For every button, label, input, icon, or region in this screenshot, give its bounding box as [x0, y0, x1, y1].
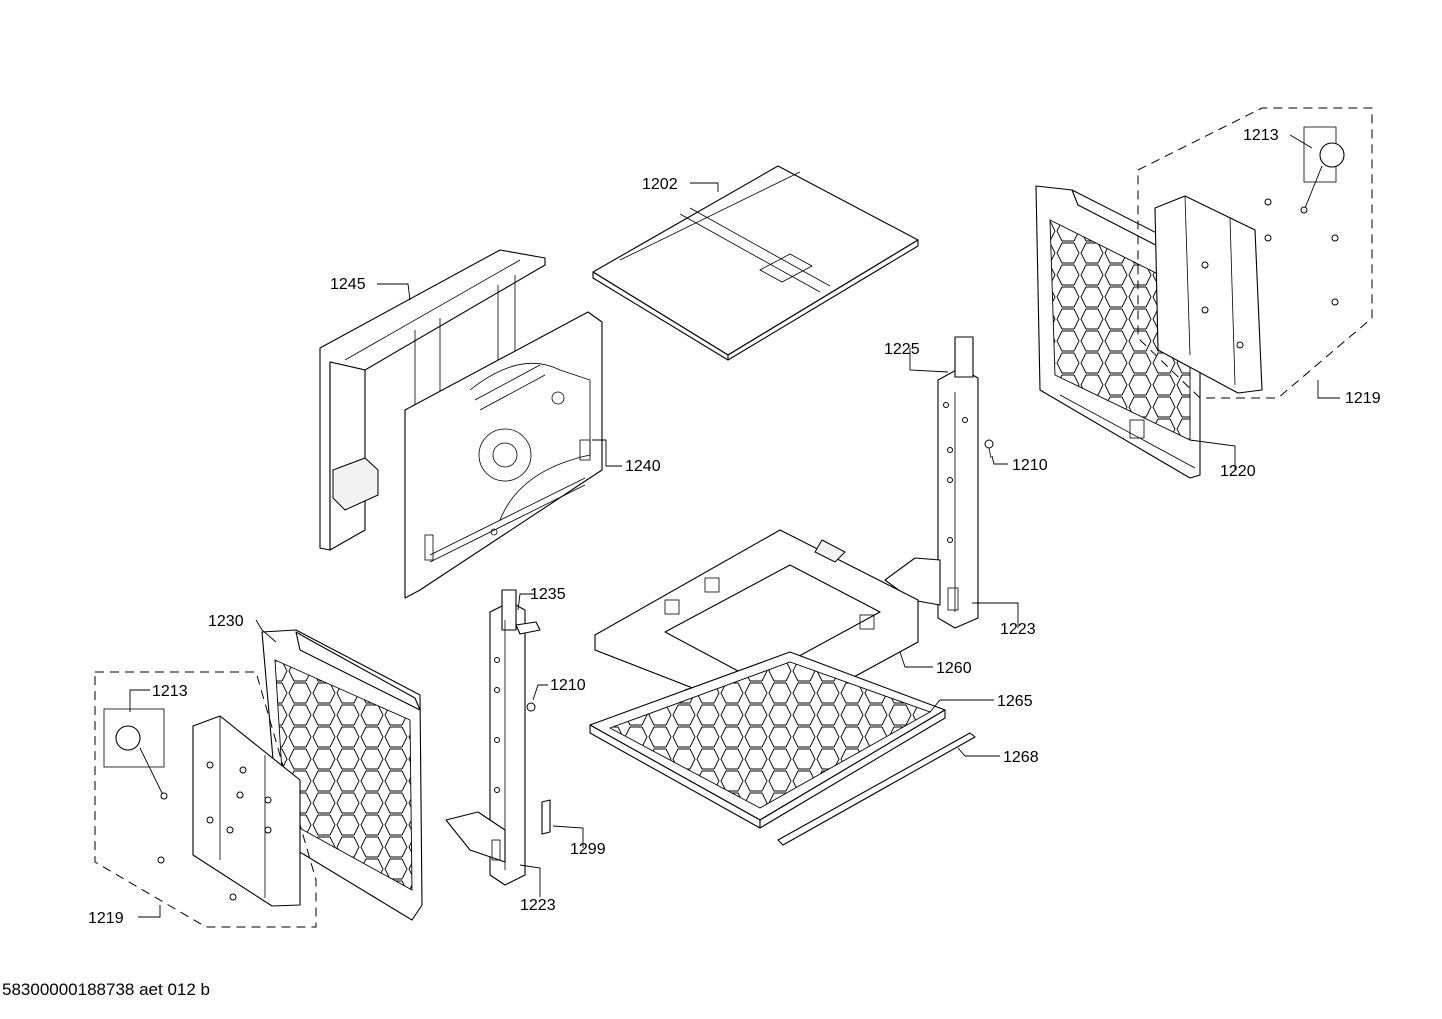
right-side-rail	[884, 336, 979, 629]
back-panel-fan	[404, 311, 603, 599]
front-strip	[777, 732, 976, 846]
rear-duct-panel	[319, 249, 546, 551]
left-heat-shield-group	[94, 671, 317, 928]
label-1223-right: 1223	[1000, 621, 1036, 638]
exploded-parts-diagram: 1202 1213 1245 1225 1219 1210 1220 1240 …	[88, 107, 1381, 928]
label-1245: 1245	[330, 276, 366, 293]
left-side-rail	[445, 589, 541, 886]
label-1223-left: 1223	[520, 897, 556, 914]
label-1299: 1299	[570, 841, 606, 858]
label-1213-right: 1213	[1243, 127, 1279, 144]
label-1265: 1265	[997, 693, 1033, 710]
rail-screw-right	[984, 439, 994, 459]
label-1235: 1235	[530, 586, 566, 603]
label-1219-left: 1219	[88, 910, 124, 927]
label-1219-right: 1219	[1345, 390, 1381, 407]
label-1213-left: 1213	[152, 683, 188, 700]
clip-1299	[541, 799, 551, 835]
label-1210-right: 1210	[1012, 457, 1048, 474]
label-1220: 1220	[1220, 463, 1256, 480]
label-1268: 1268	[1003, 749, 1039, 766]
left-side-wall	[261, 629, 423, 921]
label-1230: 1230	[208, 613, 244, 630]
part-labels: 1202 1213 1245 1225 1219 1210 1220 1240 …	[88, 127, 1381, 927]
right-heat-shield-group	[1137, 107, 1373, 399]
label-1225: 1225	[884, 341, 920, 358]
document-id: 58300000188738 aet 012 b	[2, 980, 210, 999]
bottom-honeycomb-tray	[589, 651, 946, 829]
leader-lines	[129, 134, 1340, 918]
label-1240: 1240	[625, 458, 661, 475]
label-1202: 1202	[642, 176, 678, 193]
rail-screw-left	[526, 702, 536, 712]
label-1260: 1260	[936, 660, 972, 677]
label-1210-left: 1210	[550, 677, 586, 694]
top-cover-panel	[592, 165, 919, 361]
